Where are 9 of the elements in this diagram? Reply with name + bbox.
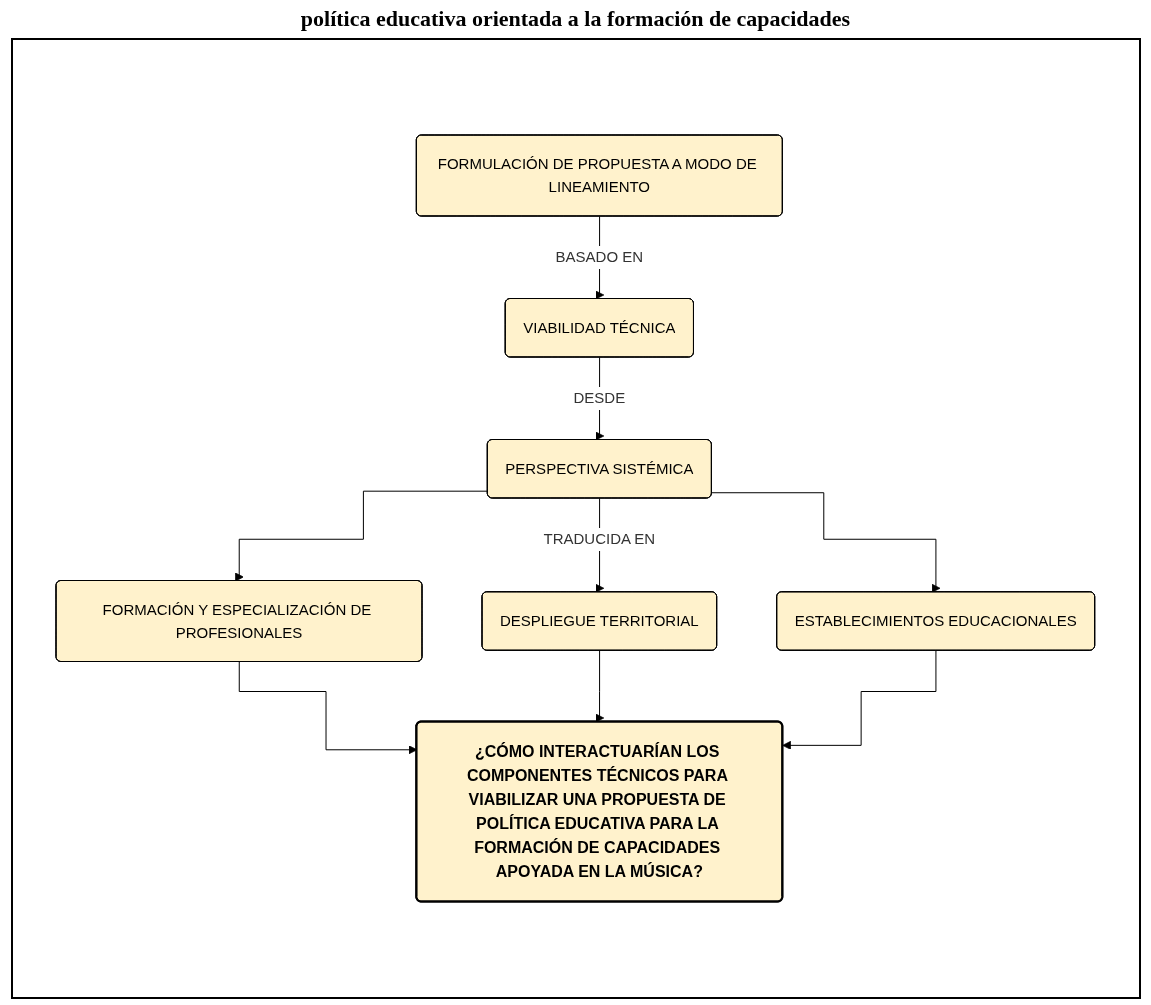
diagram-frame: FORMULACIÓN DE PROPUESTA A MODO DE LINEAMIENTO BASADO EN VIABILIDAD TÉCNICA DESDE PERSPECTIVA SISTÉMICA TRADUCIDA EN FORMACIÓN Y ESPECIALIZACIÓN DE PROFESIONALES DESPLIEGUE TERRITORIAL ESTABLECIMIENTOS EDUCACIONALES ¿CÓMO INTERACTUARÍAN LOS COMPONENTES TÉCNICOS PARA VIABILIZAR UNA PROPUESTA DE POLÍTICA EDUCATIVA PARA LA FORMACIÓN DE CAPACIDADES APOYADA EN LA MÚSICA? — [10, 38, 1141, 999]
edge-label: TRADUCIDA EN — [543, 530, 656, 548]
arrow — [235, 490, 489, 582]
arrow — [782, 650, 937, 750]
arrow — [595, 650, 605, 723]
arrow — [711, 492, 941, 593]
edge-label: BASADO EN — [555, 248, 644, 266]
diagram-title: política educativa orientada a la formación de capacidades — [300, 6, 851, 32]
edge-label: DESDE — [573, 389, 626, 407]
